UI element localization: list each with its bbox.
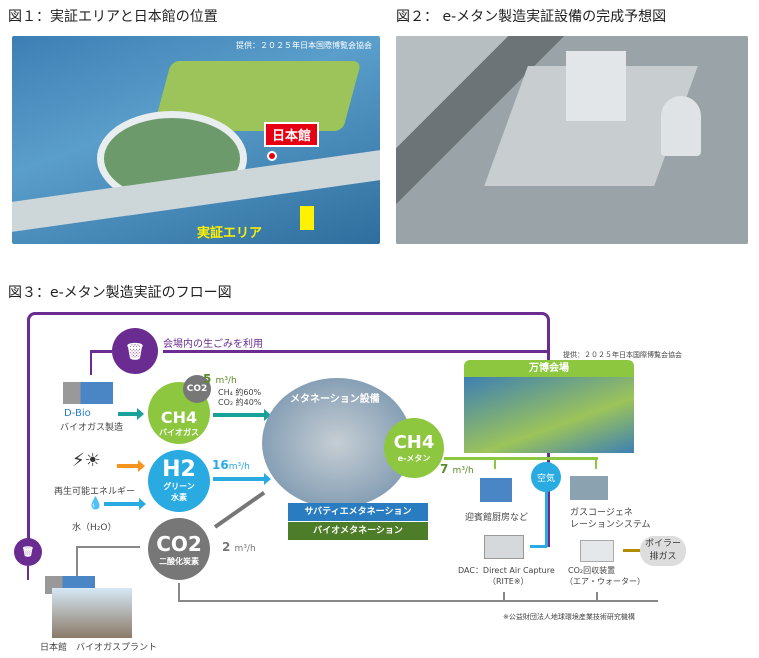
co2-formula: CO2 bbox=[156, 531, 202, 556]
renewable-label: 再生可能エネルギー bbox=[54, 487, 136, 497]
garbage-bag-icon: 🗑 bbox=[112, 328, 158, 374]
h2-flow: 16 bbox=[212, 458, 229, 472]
dac-unit-icon bbox=[484, 535, 524, 559]
figure2-facility-rendering bbox=[396, 36, 748, 244]
cogen-label: ガスコージェネ bbox=[570, 508, 633, 518]
h2-label-1: グリーン bbox=[163, 482, 195, 491]
ch4-ratio: CH₄ 約60% bbox=[218, 388, 262, 397]
japan-pavilion-label: 日本館 bbox=[264, 122, 320, 147]
e-methane-formula: CH4 bbox=[393, 432, 435, 453]
co2-capture-label: CO₂回収装置 bbox=[568, 566, 616, 575]
co2-in-biogas: CO2 bbox=[183, 375, 211, 403]
co2-flow: 2 bbox=[222, 540, 231, 554]
cogeneration-icon bbox=[570, 476, 608, 500]
garbage-bag-icon: 🗑 bbox=[14, 538, 42, 566]
co2-ratio: CO₂ 約40% bbox=[218, 398, 262, 407]
sabatier-label: サバティエメタネーション bbox=[288, 503, 428, 521]
co2-capture-label-2: （エア・ウォーター） bbox=[565, 577, 645, 586]
dac-label: DAC：Direct Air Capture bbox=[458, 566, 555, 575]
unit: m³/h bbox=[228, 462, 250, 472]
food-waste-label: 会場内の生ごみを利用 bbox=[163, 339, 263, 350]
figure2-caption: 図２： e-メタン製造実証設備の完成予想図 bbox=[396, 9, 667, 25]
japan-pavilion-photo bbox=[52, 588, 132, 638]
expo-site-image bbox=[464, 377, 634, 453]
unit: m³/h bbox=[234, 544, 256, 554]
wind-solar-icon: ⚡☀ bbox=[72, 450, 101, 471]
expo-site-label: 万博会場 bbox=[464, 360, 634, 378]
exhaust-label: 排ガス bbox=[649, 552, 677, 562]
e-methane-circle: CH4 e-メタン bbox=[384, 418, 444, 478]
biogas-label: バイオガス bbox=[159, 427, 199, 437]
co2-circle: CO2 二酸化炭素 bbox=[148, 518, 210, 580]
kitchen-label: 迎賓館厨房など bbox=[465, 513, 529, 523]
figure1-caption: 図１：実証エリアと日本館の位置 bbox=[8, 9, 218, 25]
biogas-ch4-label: CH4 bbox=[160, 407, 198, 427]
demo-area-label: 実証エリア bbox=[197, 226, 263, 241]
location-marker-icon bbox=[267, 151, 277, 161]
dbio-sub-label: バイオガス製造 bbox=[60, 423, 124, 433]
e-methane-label: e-メタン bbox=[397, 454, 431, 463]
cogen-label-2: レーションシステム bbox=[570, 520, 651, 530]
dac-label-2: （RITE※） bbox=[488, 577, 529, 586]
boiler-label: ボイラー bbox=[644, 539, 681, 549]
e-methane-flow: 7 bbox=[440, 462, 449, 476]
demo-area-marker bbox=[300, 206, 314, 230]
unit: m³/h bbox=[215, 376, 237, 386]
air-circle: 空気 bbox=[531, 462, 561, 492]
co2-capture-unit-icon bbox=[580, 540, 614, 562]
h2-circle: H2 グリーン 水素 bbox=[148, 450, 210, 512]
h2-label-2: 水素 bbox=[171, 493, 187, 502]
biogas-flow: 5 bbox=[203, 372, 212, 386]
co2-label: 二酸化炭素 bbox=[159, 556, 199, 566]
boiler-exhaust-cloud: ボイラー 排ガス bbox=[640, 536, 686, 566]
biogas-tank-icon bbox=[63, 382, 113, 404]
figure3-credit: 提供：２０２５年日本国際博覧会協会 bbox=[563, 351, 682, 359]
unit: m³/h bbox=[452, 466, 474, 476]
bio-methanation-label: バイオメタネーション bbox=[288, 522, 428, 540]
water-drop-icon: 💧 bbox=[88, 496, 103, 510]
dbio-label: D-Bio bbox=[64, 408, 91, 419]
plant-label: 日本館 バイオガスプラント bbox=[40, 643, 158, 653]
footnote: ※公益財団法人地球環境産業技術研究機構 bbox=[503, 613, 635, 621]
figure1-map-image: 提供：２０２５年日本国際博覧会協会 日本館 実証エリア bbox=[12, 36, 380, 244]
h2-formula: H2 bbox=[162, 457, 196, 482]
figure3-caption: 図３：e-メタン製造実証のフロー図 bbox=[8, 285, 232, 301]
kitchen-icon bbox=[480, 478, 512, 502]
methanation-label: メタネーション設備 bbox=[290, 394, 380, 405]
figure1-credit: 提供：２０２５年日本国際博覧会協会 bbox=[236, 41, 372, 50]
water-label: 水（H₂O） bbox=[72, 523, 117, 533]
